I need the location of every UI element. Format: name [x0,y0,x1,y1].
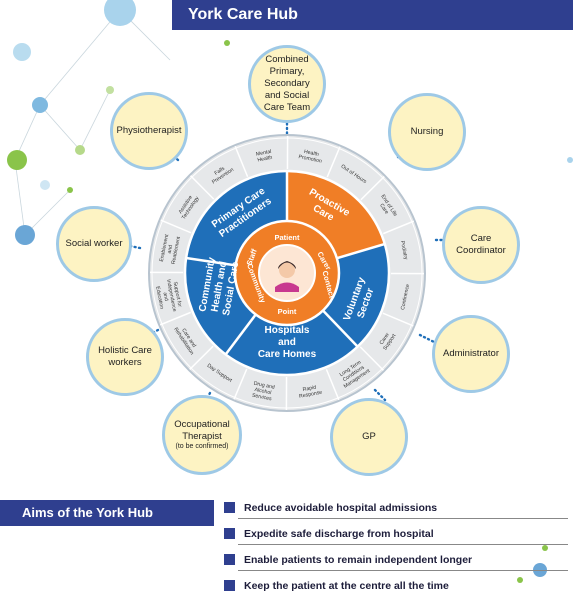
aim-underline [238,544,568,545]
role-bubble-social-worker: Social worker [56,206,132,282]
role-label: Physiotherapist [117,125,182,137]
role-bubble-physiotherapist: Physiotherapist [110,92,188,170]
aim-text: Keep the patient at the centre all the t… [244,578,449,594]
role-bubble-holistic: Holistic Care workers [86,318,164,396]
role-bubble-gp: GP [330,398,408,476]
aim-text: Enable patients to remain independent lo… [244,552,472,568]
role-sublabel: (to be confirmed) [171,443,233,452]
role-bubble-combined: Combined Primary, Secondary and Social C… [248,45,326,123]
role-bubble-care-coordinator: Care Coordinator [442,206,520,284]
role-label: Holistic Care workers [95,345,155,369]
page-title: York Care Hub [172,0,573,30]
aim-underline [238,570,568,571]
role-bubble-occupational-therapist: Occupational Therapist(to be confirmed) [162,395,242,475]
aim-underline [238,518,568,519]
point-ring-label: Point [278,307,297,316]
bullet-square-icon [224,528,235,539]
bullet-square-icon [224,502,235,513]
aim-item: Enable patients to remain independent lo… [224,552,573,570]
role-label: Administrator [443,348,499,360]
patient-ring-label: Patient [274,233,300,242]
role-label: Care Coordinator [451,233,511,257]
role-label: Occupational Therapist(to be confirmed) [171,419,233,452]
aim-item: Keep the patient at the centre all the t… [224,578,573,596]
role-label: Combined Primary, Secondary and Social C… [257,54,317,113]
role-label: GP [362,431,376,443]
role-label: Social worker [65,238,122,250]
role-bubble-nursing: Nursing [388,93,466,171]
bullet-square-icon [224,554,235,565]
role-label: Nursing [411,126,444,138]
aim-item: Reduce avoidable hospital admissions [224,500,573,518]
role-bubble-administrator: Administrator [432,315,510,393]
aim-text: Reduce avoidable hospital admissions [244,500,437,516]
bullet-square-icon [224,580,235,591]
aim-text: Expedite safe discharge from hospital [244,526,434,542]
aims-title: Aims of the York Hub [0,500,214,526]
aim-item: Expedite safe discharge from hospital [224,526,573,544]
